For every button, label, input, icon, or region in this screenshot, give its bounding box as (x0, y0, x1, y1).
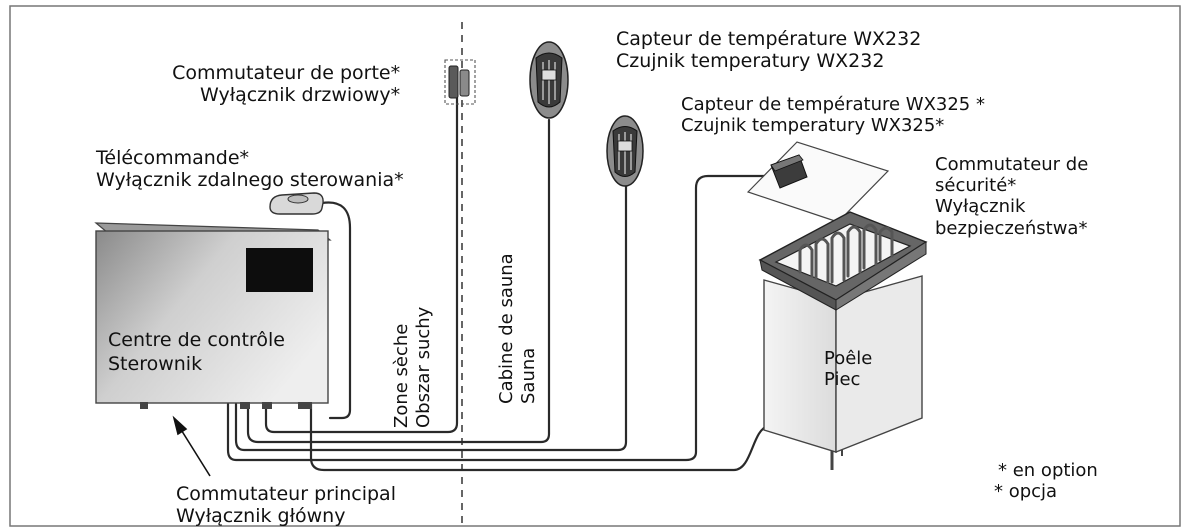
sensor-wx325-label: Capteur de température WX325 * Czujnik t… (681, 94, 985, 137)
safety-switch-label: Commutateur de sécurité* Wyłącznik bezpi… (935, 154, 1089, 239)
diagram-frame (9, 5, 1181, 527)
safety-switch-icon (746, 141, 890, 223)
temperature-sensor-icon (606, 115, 644, 187)
wires (226, 93, 772, 472)
door-switch-label: Commutateur de porte* Wyłącznik drzwiowy… (172, 62, 401, 107)
control-center-label: Centre de contrôle Sterownik (108, 329, 285, 375)
remote-switch-icon (269, 192, 324, 215)
main-switch-arrow (172, 415, 211, 477)
control-unit-icon (94, 222, 332, 409)
temperature-sensor-icon (529, 41, 569, 119)
remote-switch-label: Télécommande* Wyłącznik zdalnego sterowa… (96, 147, 404, 192)
sauna-cabin-label: Cabine de sauna Sauna (496, 253, 539, 404)
main-switch-label: Commutateur principal Wyłącznik główny (176, 483, 396, 528)
sauna-heater-icon (758, 211, 928, 470)
control-unit-screen (246, 248, 313, 292)
door-switch-icon (444, 59, 476, 105)
optional-legend: * en option * opcja (994, 460, 1098, 503)
stove-label: Poêle Piec (824, 348, 873, 391)
dry-zone-label: Zone sèche Obszar suchy (391, 306, 434, 428)
sensor-wx232-label: Capteur de température WX232 Czujnik tem… (616, 28, 922, 73)
